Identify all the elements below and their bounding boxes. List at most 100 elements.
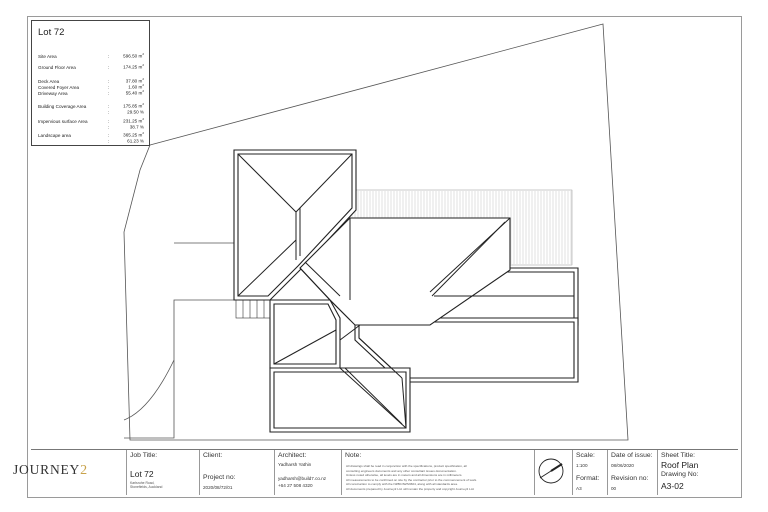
- job-title-label: Job Title:: [130, 452, 158, 459]
- client-label: Client:: [203, 452, 223, 459]
- area-row-colon: :: [108, 53, 110, 59]
- driveway-outline: [124, 299, 236, 439]
- area-unit-superscript: 2: [142, 131, 144, 135]
- architect-email: yadharsh@build7.co.nz: [278, 476, 327, 481]
- area-row-colon: :: [108, 84, 110, 90]
- scale-label: Scale:: [576, 452, 595, 459]
- area-row-value: 1.60 m2: [114, 83, 144, 90]
- sheet-title-label: Sheet Title:: [661, 452, 696, 459]
- area-row-value: 174.25 m2: [114, 63, 144, 70]
- area-row-label: Site Area: [38, 53, 57, 59]
- area-row-colon: :: [108, 90, 110, 96]
- area-row-value: 365.25 m2: [114, 131, 144, 138]
- roof-wing-southwest: [269, 299, 341, 369]
- site-boundary: [123, 23, 629, 441]
- area-row-value: 61.23 %: [114, 137, 144, 144]
- date-value: 08/06/2020: [611, 463, 634, 468]
- area-row-value: 37.80 m2: [114, 77, 144, 84]
- company-logo: JOURNEY2: [13, 462, 88, 478]
- compass-cell: [534, 450, 572, 495]
- area-value-text: 365.25 m: [123, 132, 143, 138]
- roof-wing-southeast: [354, 317, 579, 383]
- area-row-colon: :: [108, 118, 110, 124]
- area-row: Ground Floor Area:174.25 m2: [38, 63, 144, 70]
- north-arrow: [538, 458, 564, 484]
- area-value-text: 1.60 m: [128, 84, 143, 90]
- area-row: Site Area:596.50 m2: [38, 52, 144, 59]
- job-title-cell: Job Title: Lot 72 Karlsruhe Road, Stonef…: [126, 450, 199, 495]
- client-cell: Client: Project no: 2020/08/72/01: [199, 450, 274, 495]
- area-row: : 38.7 %: [38, 123, 144, 130]
- area-row-value: 38.7 %: [114, 123, 144, 130]
- architect-label: Architect:: [278, 452, 307, 459]
- area-row-value: 596.50 m2: [114, 52, 144, 59]
- job-address-line1: Karlsruhe Road,: [130, 481, 155, 485]
- entry-steps: [235, 299, 271, 319]
- area-row-label: Ground Floor Area: [38, 64, 76, 70]
- area-row: Landscape area:365.25 m2: [38, 131, 144, 138]
- lot-title: Lot 72: [38, 27, 65, 38]
- note-line: Unless noted otherwise, all levels are i…: [346, 473, 463, 478]
- notes-cell: Note: All drawings shall be read in conj…: [341, 450, 534, 495]
- architect-cell: Architect: Yadharsh Yathin yadharsh@buil…: [274, 450, 341, 495]
- driveway-curve: [123, 359, 175, 421]
- note-line: All drawings shall be read in conjunctio…: [346, 464, 467, 468]
- area-row-label: Driveway Area: [38, 90, 68, 96]
- note-line: All documents prepared by Journey2 Ltd. …: [346, 487, 475, 491]
- sheet-border: [27, 16, 742, 498]
- area-row-value: 55.40 m2: [114, 89, 144, 96]
- area-row: Building Coverage Area:175.85 m2: [38, 102, 144, 109]
- job-title: Lot 72: [130, 469, 154, 479]
- area-row-colon: :: [108, 132, 110, 138]
- area-row: Driveway Area:55.40 m2: [38, 89, 144, 96]
- note-line: All construction to comply with the NZBC…: [346, 482, 458, 487]
- area-unit-superscript: 2: [142, 52, 144, 56]
- job-address-line2: Stonefields, Auckland: [130, 485, 163, 489]
- title-block: Job Title: Lot 72 Karlsruhe Road, Stonef…: [31, 449, 738, 495]
- revision-value: 00: [611, 486, 617, 491]
- area-unit-superscript: 2: [142, 83, 144, 87]
- roof-wing-south: [269, 367, 411, 433]
- sheet-title: Roof Plan: [661, 460, 699, 470]
- area-unit-superscript: 2: [142, 77, 144, 81]
- area-row: Deck Area:37.80 m2: [38, 77, 144, 84]
- area-value-text: 38.7 %: [129, 124, 144, 130]
- project-no: 2020/08/72/01: [203, 485, 233, 490]
- area-value-text: 61.23 %: [127, 138, 144, 144]
- area-row-colon: :: [108, 124, 110, 130]
- area-value-text: 174.25 m: [123, 64, 143, 70]
- note-line: consulting engineers documents and any o…: [346, 468, 457, 473]
- project-no-label: Project no:: [203, 474, 236, 481]
- architect-name: Yadharsh Yathin: [278, 462, 312, 467]
- drawing-no-label: Drawing No:: [661, 471, 699, 478]
- area-value-text: 55.40 m: [125, 90, 143, 96]
- area-unit-superscript: 2: [142, 117, 144, 121]
- area-row-colon: :: [108, 138, 110, 144]
- roof-wing-northwest: [233, 149, 357, 301]
- format-value: A3: [576, 486, 582, 491]
- area-row-colon: :: [108, 103, 110, 109]
- area-value-text: 175.85 m: [123, 103, 143, 109]
- area-value-text: 596.50 m: [123, 53, 143, 59]
- issue-cell: Date of issue: 08/06/2020 Revision no: 0…: [607, 450, 657, 495]
- area-row: Impervious surface Area:231.25 m2: [38, 117, 144, 124]
- area-row: Covered Foyer Area:1.60 m2: [38, 83, 144, 90]
- area-row: : 61.23 %: [38, 137, 144, 144]
- architect-phone: +64 27 508 4320: [278, 483, 313, 488]
- area-row-label: Covered Foyer Area: [38, 84, 80, 90]
- area-row: :29.50 %: [38, 108, 144, 115]
- revision-label: Revision no:: [611, 475, 649, 482]
- area-value-text: 37.80 m: [125, 78, 143, 84]
- area-row-label: Landscape area: [38, 132, 71, 138]
- note-label: Note:: [345, 452, 362, 459]
- area-unit-superscript: 2: [142, 89, 144, 93]
- area-row-colon: :: [108, 109, 110, 115]
- area-row-value: 29.50 %: [114, 108, 144, 115]
- drawing-no: A3-02: [661, 481, 684, 491]
- area-unit-superscript: 2: [142, 102, 144, 106]
- scale-value: 1:100: [576, 463, 588, 468]
- area-row-value: 231.25 m2: [114, 117, 144, 124]
